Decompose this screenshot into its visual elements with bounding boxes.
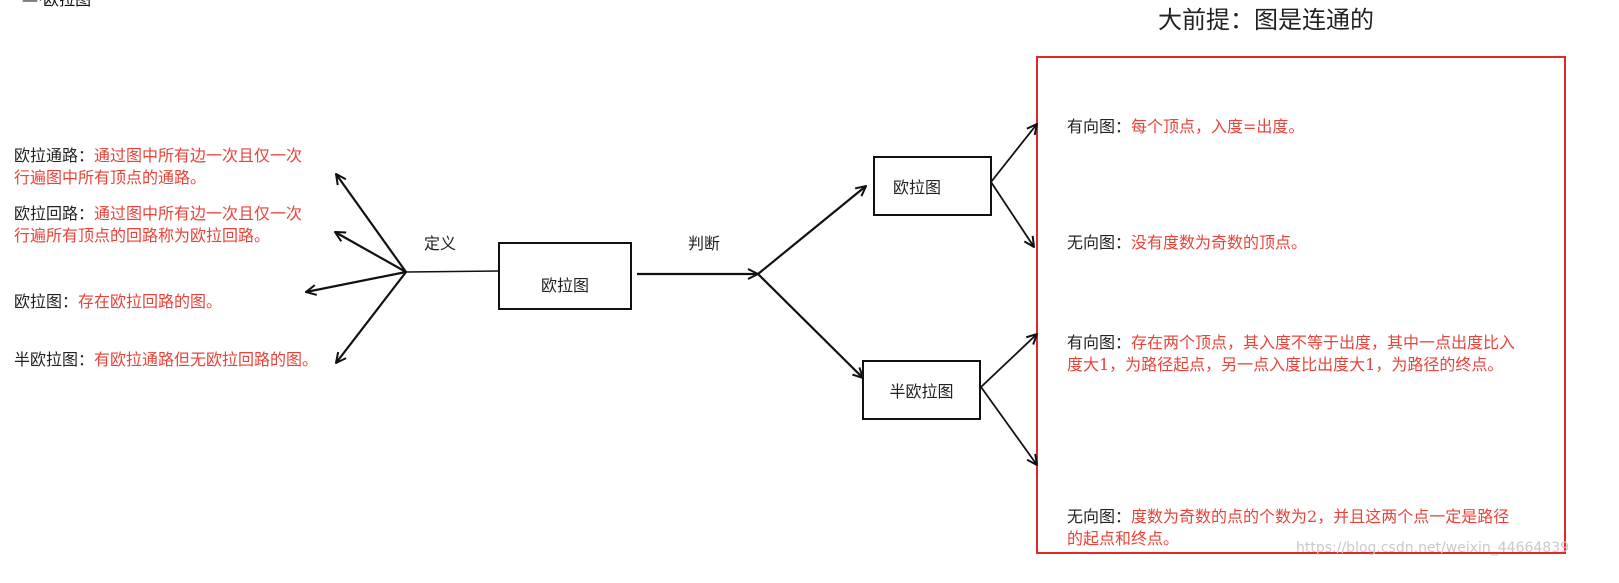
def-euler-graph-term: 欧拉图： [14,292,79,311]
cond-euler-undirected: 无向图：没有度数为奇数的顶点。 [1067,232,1307,254]
def-euler-path: 欧拉通路：通过图中所有边一次且仅一次 行遍图中所有顶点的通路。 [14,145,302,189]
edge-semi-directed [980,334,1037,388]
cond-euler-directed-term: 有向图： [1067,117,1132,136]
cond-euler-undirected-desc: 没有度数为奇数的顶点。 [1131,233,1308,252]
def-euler-circuit-term: 欧拉回路： [14,204,95,223]
node-semi-euler-graph-label: 半欧拉图 [889,382,954,401]
cond-semi-directed-term: 有向图： [1067,333,1132,352]
cond-euler-directed-desc: 每个顶点，入度=出度。 [1131,117,1305,136]
edge-euler-undirected [990,181,1034,247]
cond-semi-directed: 有向图：存在两个顶点，其入度不等于出度，其中一点出度比入 度大1，为路径起点，另… [1067,332,1515,376]
cond-semi-directed-desc2: 度大1，为路径起点，另一点入度比出度大1，为路径的终点。 [1067,355,1504,374]
def-euler-circuit-desc1: 通过图中所有边一次且仅一次 [94,204,303,223]
def-semi-euler: 半欧拉图：有欧拉通路但无欧拉回路的图。 [14,349,318,371]
edge-define-semi-euler [336,271,407,363]
conditions-frame [1036,56,1566,554]
def-euler-path-term: 欧拉通路： [14,146,95,165]
node-semi-euler-graph: 半欧拉图 [862,360,981,420]
node-euler-graph: 欧拉图 [873,156,992,216]
def-semi-euler-desc: 有欧拉通路但无欧拉回路的图。 [94,350,319,369]
main-node-label: 欧拉图 [540,276,589,295]
premise-title: 大前提：图是连通的 [1158,6,1374,34]
node-euler-graph-label: 欧拉图 [893,178,942,197]
edge-define-euler-circuit [335,232,407,273]
label-judge: 判断 [688,234,721,253]
def-euler-circuit: 欧拉回路：通过图中所有边一次且仅一次 行遍所有顶点的回路称为欧拉回路。 [14,203,302,247]
edge-define-euler-graph [306,270,407,292]
edge-judge-euler [757,186,866,275]
edge-define-euler-path [336,174,407,273]
edge-main-to-define-hub [405,270,501,273]
def-semi-euler-term: 半欧拉图： [14,350,95,369]
def-euler-circuit-desc2: 行遍所有顶点的回路称为欧拉回路。 [14,226,271,245]
def-euler-path-desc1: 通过图中所有边一次且仅一次 [94,146,303,165]
cond-semi-undirected-term: 无向图： [1067,507,1132,526]
main-node-euler-graph: 欧拉图 [498,242,632,310]
edge-semi-undirected [980,386,1037,465]
cond-semi-undirected-desc1: 度数为奇数的点的个数为2，并且这两个点一定是路径 [1131,507,1510,526]
cond-semi-directed-desc1: 存在两个顶点，其入度不等于出度，其中一点出度比入 [1131,333,1516,352]
clipped-top-text: —·欧拉图 [22,0,91,10]
edge-euler-directed [990,124,1037,183]
watermark-text: https://blog.csdn.net/weixin_44664839 [1296,540,1570,556]
def-euler-graph-desc: 存在欧拉回路的图。 [78,292,223,311]
cond-semi-undirected-desc2: 的起点和终点。 [1067,529,1180,548]
def-euler-graph: 欧拉图：存在欧拉回路的图。 [14,291,222,313]
label-define: 定义 [424,234,457,253]
edge-judge-semi [757,273,863,378]
cond-euler-undirected-term: 无向图： [1067,233,1132,252]
cond-euler-directed: 有向图：每个顶点，入度=出度。 [1067,116,1304,138]
cond-semi-undirected: 无向图：度数为奇数的点的个数为2，并且这两个点一定是路径 的起点和终点。 [1067,506,1509,550]
def-euler-path-desc2: 行遍图中所有顶点的通路。 [14,168,207,187]
